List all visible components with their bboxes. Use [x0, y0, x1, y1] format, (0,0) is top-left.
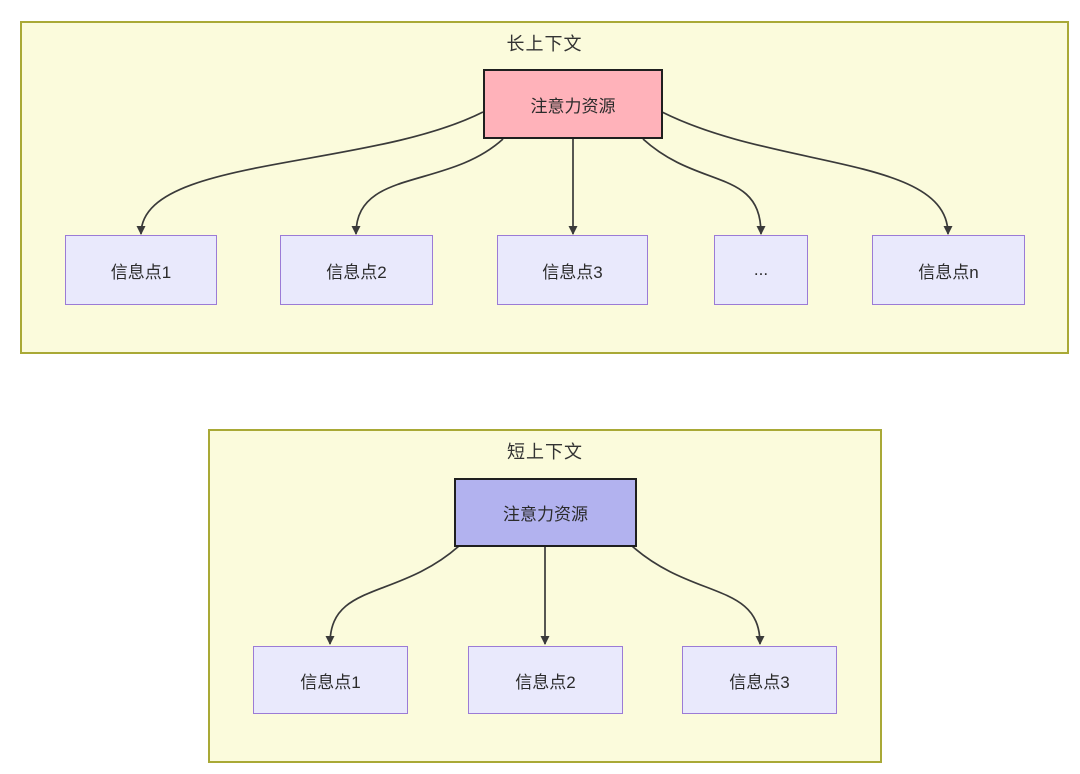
short-info-node-2: 信息点2 — [468, 646, 623, 714]
long-info-node-2: 信息点2 — [280, 235, 433, 305]
long-context-title: 长上下文 — [506, 34, 583, 54]
long-info-node-1: 信息点1 — [65, 235, 217, 305]
short-info-node-1: 信息点1 — [253, 646, 408, 714]
long-info-node-3: 信息点3 — [497, 235, 648, 305]
short-context-title: 短上下文 — [507, 442, 583, 462]
long-context-attention-box: 注意力资源 — [483, 69, 663, 139]
long-info-node-ellipsis: ... — [714, 235, 808, 305]
long-info-node-n: 信息点n — [872, 235, 1025, 305]
short-info-node-3: 信息点3 — [682, 646, 837, 714]
short-context-attention-box: 注意力资源 — [454, 478, 637, 547]
